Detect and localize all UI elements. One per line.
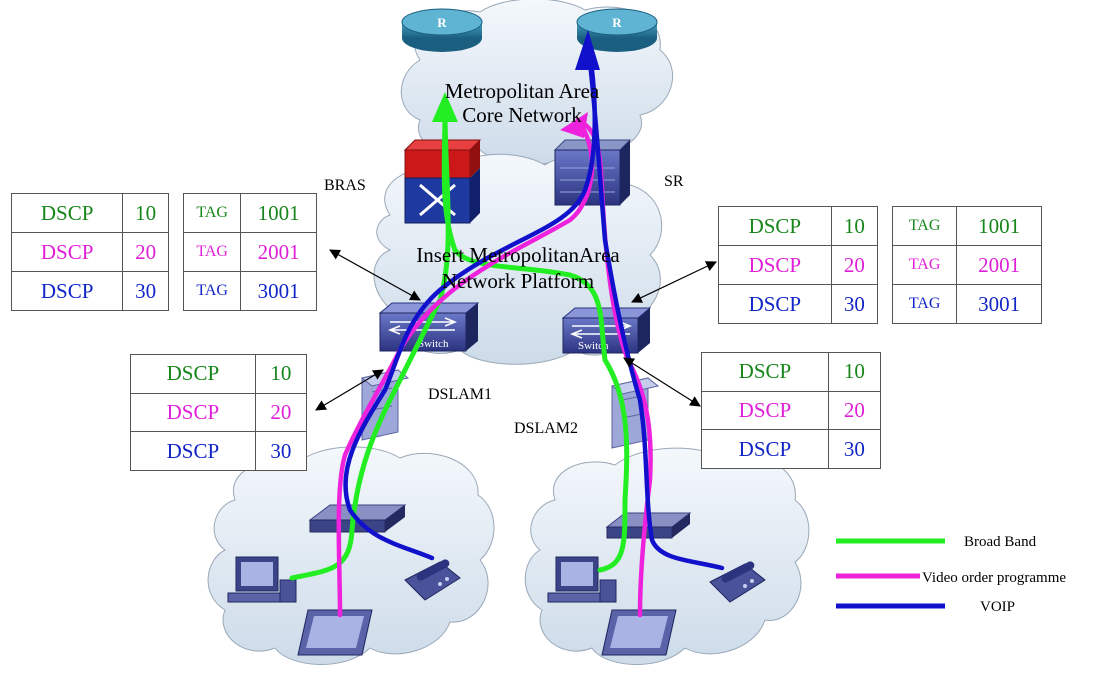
video-arrowhead — [560, 112, 588, 138]
dscp-value: 30 — [830, 284, 879, 324]
tag-name: TAG — [891, 206, 958, 246]
dscp-value: 20 — [830, 245, 879, 285]
platform-label-1: Insert MetropolitanArea — [416, 243, 620, 267]
dscp-value: 20 — [254, 392, 308, 433]
tag-name: TAG — [182, 232, 242, 272]
tag-name: TAG — [182, 193, 242, 233]
switch-right: Switch — [561, 307, 652, 354]
router-glyph: R — [612, 15, 622, 30]
sr-label: SR — [664, 173, 684, 190]
legend-label-video: Video order programme — [922, 570, 1066, 586]
router-glyph: R — [437, 15, 447, 30]
tag-value: 3001 — [956, 284, 1042, 324]
tag-name: TAG — [891, 284, 958, 324]
dscp-value: 10 — [827, 352, 882, 392]
phone-left — [404, 559, 461, 601]
legend: Broad Band Video order programme VOIP — [836, 534, 1066, 615]
dscp-value: 30 — [827, 429, 882, 469]
dscp-value: 10 — [254, 354, 308, 394]
tag-value: 3001 — [240, 271, 317, 311]
tag-value: 2001 — [240, 232, 317, 272]
arrow-bras-table — [329, 249, 421, 301]
tag-value: 1001 — [956, 206, 1042, 246]
voip-path-left — [343, 42, 598, 561]
tag-value: 2001 — [956, 245, 1042, 285]
dscp-name: DSCP — [10, 271, 124, 311]
tag-name: TAG — [891, 245, 958, 285]
bras-label: BRAS — [324, 177, 366, 194]
service-paths — [289, 30, 725, 618]
core-network-label-2: Core Network — [462, 103, 582, 127]
arrow-dslam1-table — [315, 369, 384, 411]
core-router-left: R — [401, 8, 483, 52]
dscp-value: 10 — [122, 193, 169, 233]
broadband-path-right — [441, 107, 630, 573]
platform-label-2: Network Platform — [442, 269, 594, 293]
legend-label-broadband: Broad Band — [964, 534, 1037, 550]
dscp-name: DSCP — [10, 193, 124, 233]
pc-left — [227, 556, 297, 603]
connector-arrows — [315, 249, 717, 411]
pc-right — [547, 556, 617, 603]
tag-name: TAG — [182, 271, 242, 311]
arrow-dslam2-table — [623, 357, 701, 407]
core-network-label-1: Metropolitan Area — [445, 79, 600, 103]
tag-value: 1001 — [240, 193, 317, 233]
dscp-value: 30 — [122, 271, 169, 311]
dscp-name: DSCP — [701, 390, 829, 431]
dscp-value: 10 — [830, 206, 879, 246]
video-device-left — [297, 609, 373, 656]
switch-glyph: Switch — [418, 338, 449, 350]
dscp-name: DSCP — [718, 284, 832, 324]
voip-arrowhead — [575, 30, 600, 70]
dscp-name: DSCP — [130, 354, 256, 394]
dscp-name: DSCP — [130, 431, 256, 471]
access-cloud-left — [207, 446, 495, 665]
dscp-value: 30 — [254, 431, 308, 471]
phone-right — [709, 561, 766, 603]
dscp-value: 20 — [122, 232, 169, 272]
dslam2-label: DSLAM2 — [514, 420, 578, 437]
dscp-name: DSCP — [130, 392, 256, 433]
dscp-name: DSCP — [718, 245, 832, 285]
dscp-name: DSCP — [718, 206, 832, 246]
broadband-arrowhead — [432, 92, 458, 122]
dscp-value: 20 — [827, 390, 882, 431]
core-router-right: R — [576, 8, 658, 52]
dscp-name: DSCP — [701, 352, 829, 392]
arrow-sr-table — [631, 261, 717, 303]
dslam1-label: DSLAM1 — [428, 386, 492, 403]
legend-label-voip: VOIP — [980, 599, 1015, 615]
bras-device — [403, 139, 482, 224]
dscp-name: DSCP — [701, 429, 829, 469]
video-device-right — [601, 609, 677, 656]
dscp-name: DSCP — [10, 232, 124, 272]
